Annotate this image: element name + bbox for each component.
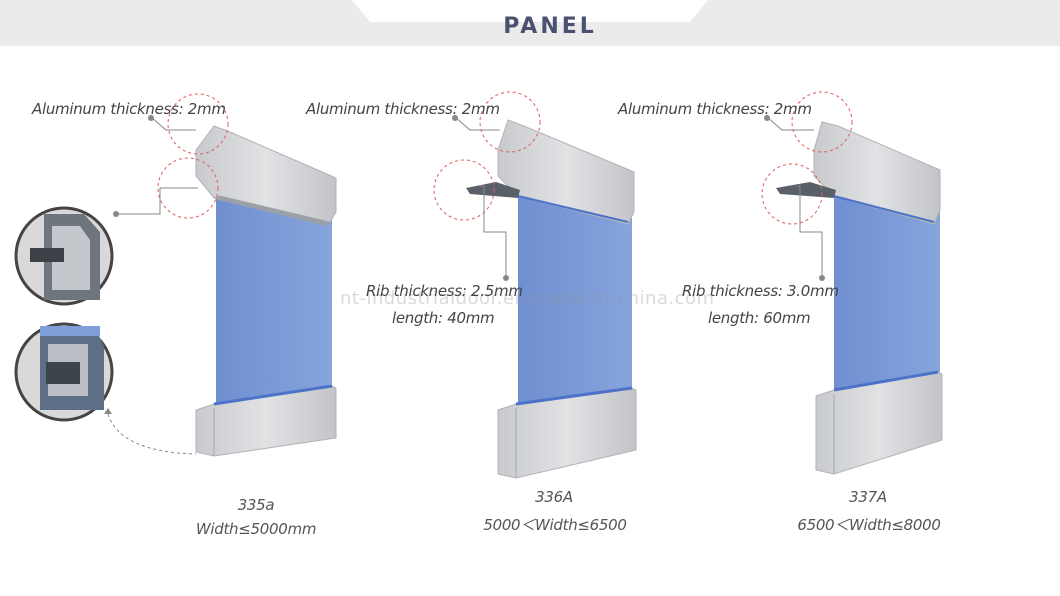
panel-335a-blue-sheet [216, 192, 332, 404]
panel-337a-rib-callout [761, 163, 823, 225]
panel-336a-rib-thickness: Rib thickness: 2.5mm [366, 282, 523, 300]
panel-336a-top-profile [497, 119, 635, 225]
page-title: PANEL [503, 14, 597, 39]
watermark: nt-industrialdoor.en.made-in-china.com [340, 288, 715, 309]
panel-337a-aluminum-thickness: Aluminum thickness: 2mm [618, 100, 812, 118]
panel-336a-rib [466, 182, 520, 198]
panel-336a-blue-sheet [518, 192, 632, 406]
panel-335a-drawing [14, 93, 337, 457]
panel-336a-aluminum-thickness: Aluminum thickness: 2mm [306, 100, 500, 118]
panel-335a-width-range: Width≤5000mm [195, 520, 317, 538]
panel-335a-code: 335a [237, 496, 275, 514]
panel-335a-thickness-callout [167, 93, 229, 155]
panel-336a-thickness-callout [479, 91, 541, 153]
panel-335a-aluminum-thickness: Aluminum thickness: 2mm [32, 100, 226, 118]
panel-336a-width-range: 5000＜Width≤6500 [483, 516, 627, 534]
panel-337a-thickness-callout [791, 91, 853, 153]
header-tab-shape [0, 0, 1060, 46]
panel-335a-top-profile [195, 125, 337, 223]
panel-336a-code: 336A [535, 488, 573, 506]
panel-336a-rib-callout [433, 159, 495, 221]
panel-335a-joint-callout [157, 157, 219, 219]
panel-337a-rib-length: length: 60mm [708, 309, 811, 327]
panel-337a-blue-sheet [834, 192, 940, 392]
panel-337a-width-range: 6500＜Width≤8000 [797, 516, 941, 534]
panel-337a-code: 337A [849, 488, 887, 506]
panel-337a-rib-thickness: Rib thickness: 3.0mm [682, 282, 839, 300]
panel-336a-rib-length: length: 40mm [392, 309, 495, 327]
panel-337a-drawing [761, 91, 943, 475]
panel-336a-drawing [433, 91, 637, 479]
